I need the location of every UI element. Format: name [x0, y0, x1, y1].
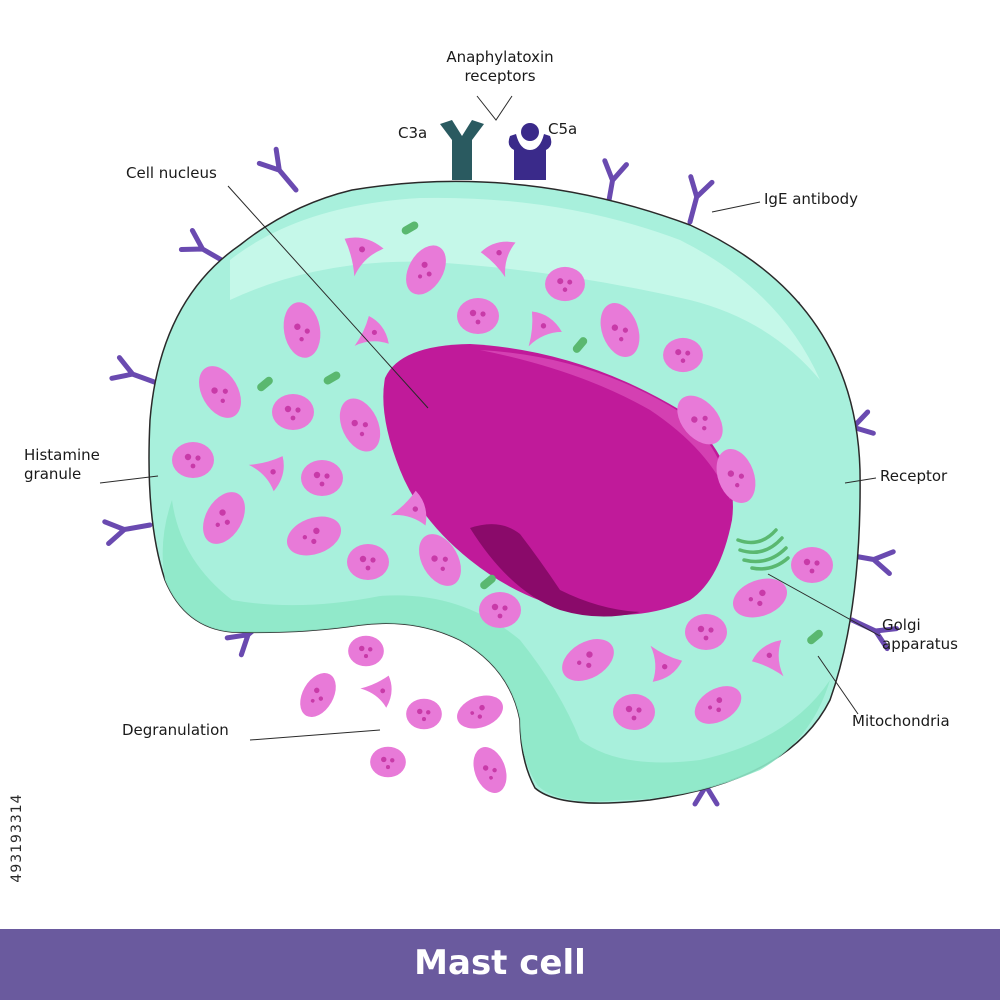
label-degranulation: Degranulation [122, 721, 229, 739]
stock-id-vertical: 493193314 [6, 768, 28, 908]
label-histamine-line2: granule [24, 465, 82, 483]
degranulation-granules [292, 635, 513, 798]
title-bar [0, 929, 1000, 1000]
label-golgi-apparatus: Golgi apparatus [882, 616, 958, 654]
golgi-apparatus-shape [736, 528, 790, 571]
label-ige-antibody: IgE antibody [764, 190, 859, 208]
label-c3a: C3a [398, 124, 428, 142]
label-anaphylatoxin-receptors: Anaphylatoxin receptors [410, 48, 590, 86]
stock-id-text: 493193314 [9, 793, 25, 883]
label-mitochondria: Mitochondria [852, 712, 950, 730]
label-histamine-granule: Histamine granule [24, 446, 100, 484]
label-anaphylatoxin-line1: Anaphylatoxin [446, 48, 554, 66]
label-c5a: C5a [548, 120, 578, 138]
c3a-receptor-shape [440, 120, 484, 180]
label-cell-nucleus: Cell nucleus [126, 164, 217, 182]
label-golgi-line1: Golgi [882, 616, 921, 634]
cell-nucleus-shape [383, 344, 733, 617]
diagram-title: Mast cell [414, 943, 586, 983]
label-anaphylatoxin-line2: receptors [464, 67, 536, 85]
label-histamine-line1: Histamine [24, 446, 100, 464]
c5a-receptor-shape [508, 123, 552, 180]
label-receptor: Receptor [880, 467, 948, 485]
leader-lines [99, 95, 881, 741]
label-golgi-line2: apparatus [882, 635, 958, 653]
